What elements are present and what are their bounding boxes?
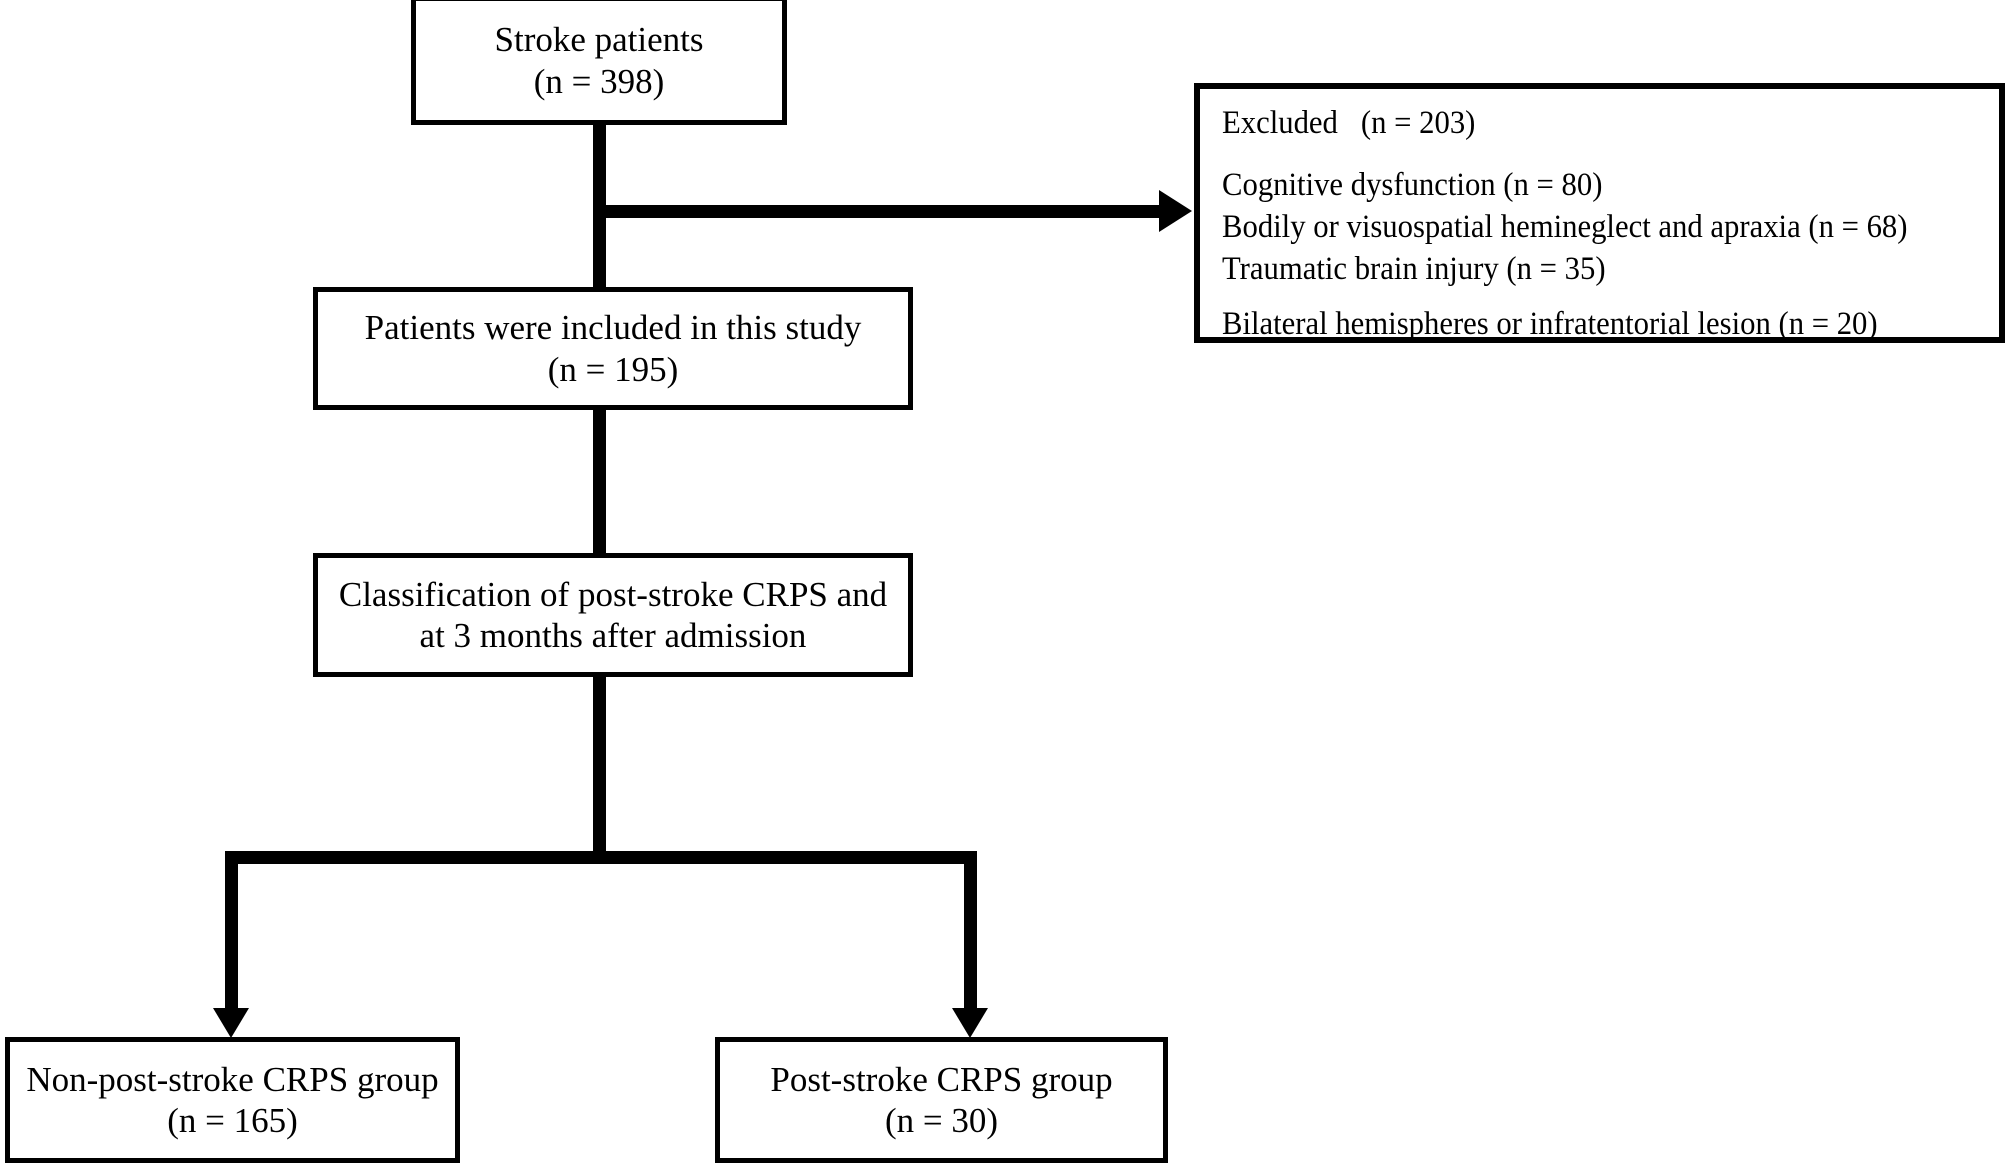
node-classification-line2: at 3 months after admission bbox=[419, 616, 807, 655]
connector-to-non-crps-group bbox=[225, 858, 238, 1013]
node-non-post-stroke-crps-group-count: (n = 165) bbox=[167, 1101, 298, 1140]
node-included-count: (n = 195) bbox=[547, 349, 679, 389]
node-excluded-heading: Excluded (n = 203) bbox=[1222, 105, 1476, 141]
node-excluded: Excluded (n = 203) Cognitive dysfunction… bbox=[1194, 83, 2005, 343]
arrow-down-icon-right bbox=[952, 1008, 988, 1038]
node-non-post-stroke-crps-group: Non-post-stroke CRPS group (n = 165) bbox=[5, 1037, 460, 1163]
node-excluded-spacer bbox=[1222, 140, 1985, 160]
node-included: Patients were included in this study (n … bbox=[313, 287, 913, 410]
node-excluded-reason-0: Cognitive dysfunction (n = 80) bbox=[1222, 167, 1603, 203]
connector-included-to-classification bbox=[593, 404, 606, 559]
node-excluded-reason-2: Traumatic brain injury (n = 35) bbox=[1222, 251, 1606, 287]
arrow-down-icon-left bbox=[213, 1008, 249, 1038]
node-classification-line1: Classification of post-stroke CRPS and bbox=[338, 574, 888, 614]
connector-to-excluded-line bbox=[599, 205, 1159, 218]
node-classification: Classification of post-stroke CRPS and a… bbox=[313, 553, 913, 677]
connector-split-bar bbox=[225, 851, 977, 864]
node-excluded-reason-1: Bodily or visuospatial hemineglect and a… bbox=[1222, 209, 1908, 245]
connector-to-crps-group bbox=[964, 858, 977, 1013]
node-stroke-patients: Stroke patients (n = 398) bbox=[411, 0, 787, 125]
node-excluded-reason-3: Bilateral hemispheres or infratentorial … bbox=[1222, 306, 1878, 342]
node-non-post-stroke-crps-group-label: Non-post-stroke CRPS group bbox=[26, 1059, 439, 1099]
node-stroke-patients-count: (n = 398) bbox=[533, 61, 665, 101]
node-post-stroke-crps-group: Post-stroke CRPS group (n = 30) bbox=[715, 1037, 1168, 1163]
node-included-label: Patients were included in this study bbox=[364, 308, 862, 348]
connector-classification-to-split bbox=[593, 671, 606, 861]
arrow-right-icon bbox=[1159, 190, 1192, 232]
node-post-stroke-crps-group-count: (n = 30) bbox=[884, 1101, 999, 1140]
node-stroke-patients-label: Stroke patients bbox=[494, 20, 704, 60]
node-post-stroke-crps-group-label: Post-stroke CRPS group bbox=[770, 1059, 1113, 1099]
